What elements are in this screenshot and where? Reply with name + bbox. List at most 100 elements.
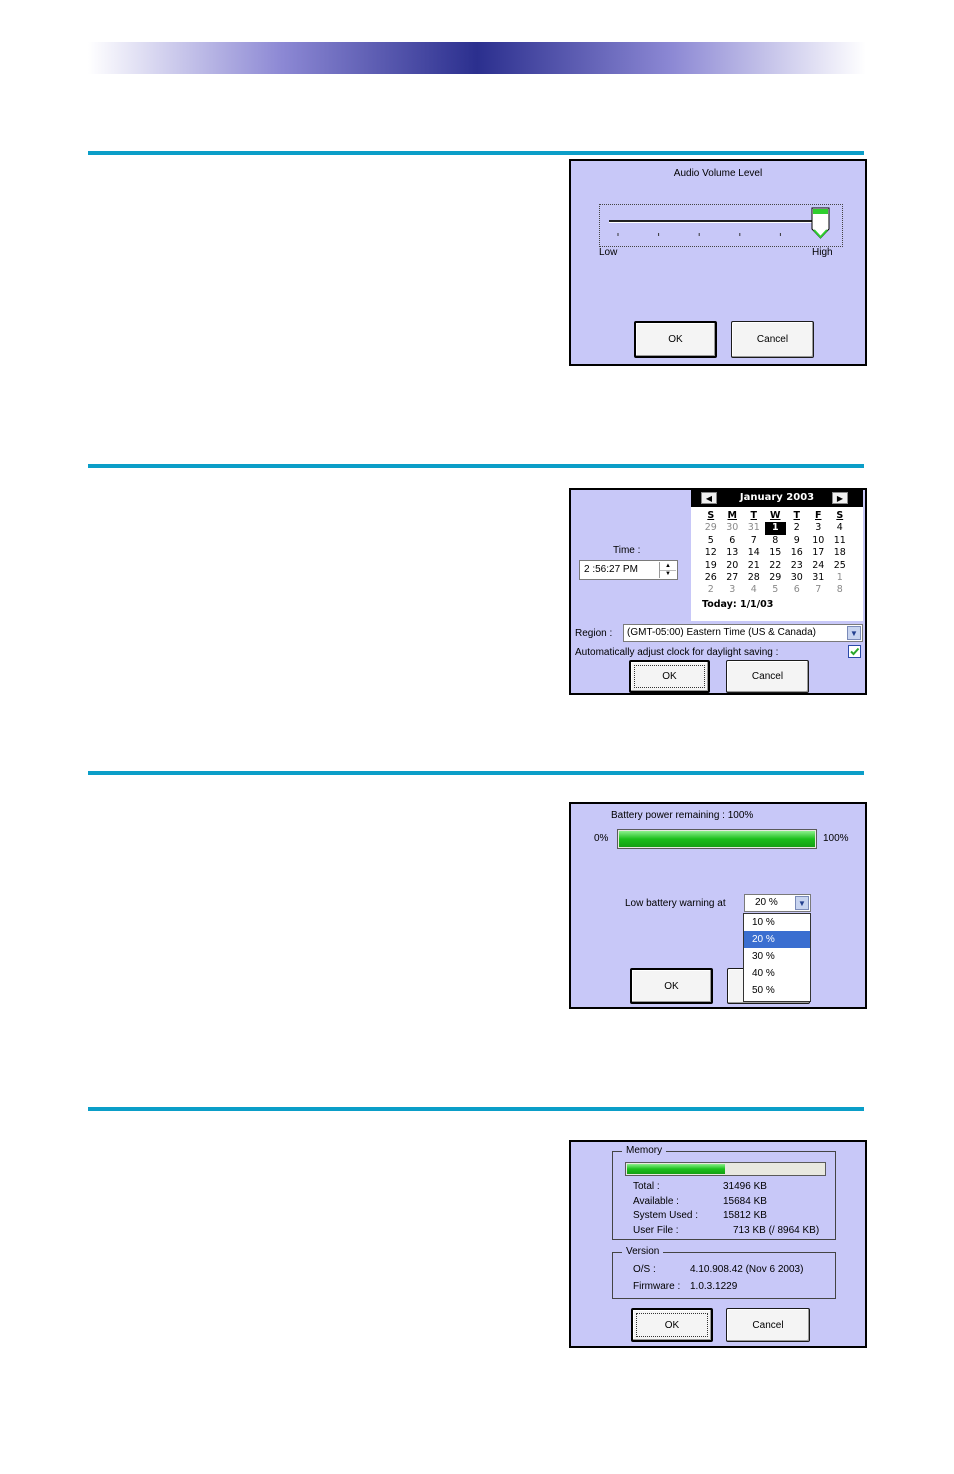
spin-up-icon[interactable]: ▲	[660, 562, 676, 571]
cancel-button-label: Cancel	[751, 671, 784, 682]
volume-high-label: High	[812, 247, 833, 258]
firmware-label: Firmware :	[633, 1281, 681, 1292]
volume-low-label: Low	[599, 247, 618, 258]
ok-button[interactable]: OK	[634, 321, 717, 358]
calendar-day[interactable]: 18	[833, 547, 846, 559]
calendar-day[interactable]: 16	[790, 547, 803, 559]
calendar-day[interactable]: 21	[747, 559, 760, 571]
calendar-day[interactable]: 3	[815, 522, 822, 534]
total-value: 31496 KB	[723, 1181, 767, 1192]
cancel-button[interactable]: Cancel	[726, 1308, 810, 1342]
weekday-header: T	[750, 510, 757, 521]
calendar-day[interactable]: 4	[836, 522, 843, 534]
dropdown-option[interactable]: 10 %	[752, 917, 775, 928]
calendar-day[interactable]: 14	[747, 547, 760, 559]
calendar-day[interactable]: 17	[812, 547, 825, 559]
calendar-day[interactable]: 2	[707, 584, 714, 596]
dropdown-option[interactable]: 30 %	[752, 951, 775, 962]
memory-progress-fill	[627, 1164, 725, 1174]
volume-slider[interactable]	[599, 204, 843, 247]
calendar-day[interactable]: 25	[833, 559, 846, 571]
calendar-day-selected[interactable]: 1	[764, 522, 786, 535]
section-divider	[88, 151, 864, 155]
calendar-day[interactable]: 23	[790, 559, 803, 571]
ok-button[interactable]: OK	[629, 660, 710, 693]
calendar-day[interactable]: 19	[704, 559, 717, 571]
calendar-day[interactable]: 5	[707, 534, 714, 546]
calendar-day[interactable]: 26	[704, 571, 717, 583]
calendar-day[interactable]: 28	[747, 571, 760, 583]
calendar-day[interactable]: 3	[729, 584, 736, 596]
calendar-day[interactable]: 10	[812, 534, 825, 546]
calendar-day[interactable]: 8	[836, 584, 843, 596]
memory-group: Memory Total : 31496 KB Available : 1568…	[612, 1145, 836, 1240]
chevron-down-icon[interactable]: ▼	[847, 626, 861, 640]
available-label: Available :	[633, 1196, 679, 1207]
slider-ticks	[617, 233, 822, 236]
calendar-day[interactable]: 4	[750, 584, 757, 596]
calendar-day[interactable]: 7	[815, 584, 822, 596]
weekday-header: M	[727, 510, 737, 521]
ok-button-label: OK	[668, 334, 683, 345]
ok-button[interactable]: OK	[631, 1308, 713, 1342]
cancel-button[interactable]: Cancel	[726, 660, 809, 693]
calendar-day[interactable]: 9	[793, 534, 800, 546]
dropdown-option[interactable]: 20 %	[744, 931, 810, 948]
left-arrow-icon[interactable]: ◀	[701, 492, 717, 504]
ok-button-label: OK	[664, 980, 679, 992]
calendar-day[interactable]: 5	[772, 584, 779, 596]
warning-dropdown-list[interactable]: 10 % 20 % 30 % 40 % 50 %	[743, 913, 811, 1002]
ok-button-label: OK	[662, 671, 677, 682]
today-label[interactable]: Today: 1/1/03	[702, 599, 774, 610]
calendar-day[interactable]: 15	[769, 547, 782, 559]
calendar-day[interactable]: 29	[704, 522, 717, 534]
calendar-day[interactable]: 22	[769, 559, 782, 571]
time-spinner[interactable]: ▲ ▼	[659, 562, 676, 578]
region-label: Region :	[575, 628, 613, 639]
calendar-day[interactable]: 20	[726, 559, 739, 571]
right-arrow-icon[interactable]: ▶	[832, 492, 848, 504]
dropdown-option[interactable]: 50 %	[752, 985, 775, 996]
version-legend: Version	[622, 1246, 664, 1257]
section-divider	[88, 464, 864, 468]
calendar-day[interactable]: 2	[793, 522, 800, 534]
ok-button[interactable]: OK	[630, 968, 713, 1004]
calendar-day[interactable]: 27	[726, 571, 739, 583]
calendar-day[interactable]: 13	[726, 547, 739, 559]
chevron-down-icon[interactable]: ▼	[795, 896, 809, 910]
weekday-header: S	[707, 510, 715, 521]
calendar-day[interactable]: 12	[704, 547, 717, 559]
region-select[interactable]: (GMT-05:00) Eastern Time (US & Canada) ▼	[623, 624, 863, 642]
calendar-day[interactable]: 11	[833, 534, 846, 546]
weekday-header: T	[793, 510, 800, 521]
section-divider	[88, 771, 864, 775]
calendar-day[interactable]: 6	[793, 584, 800, 596]
calendar-day[interactable]: 7	[750, 534, 757, 546]
calendar-day[interactable]: 29	[769, 571, 782, 583]
calendar-day[interactable]: 31	[812, 571, 825, 583]
calendar-day[interactable]: 1	[836, 571, 843, 583]
battery-dialog: Battery power remaining : 100% 0% 100% L…	[569, 802, 867, 1009]
warning-select[interactable]: 20 % ▼	[744, 894, 811, 912]
volume-title: Audio Volume Level	[673, 168, 763, 179]
slider-thumb[interactable]	[810, 207, 832, 241]
calendar-day[interactable]: 8	[772, 534, 779, 546]
os-label: O/S :	[633, 1264, 656, 1275]
calendar-day[interactable]: 30	[726, 522, 739, 534]
calendar-day[interactable]: 6	[729, 534, 736, 546]
user-file-value: 713 KB (/ 8964 KB)	[733, 1225, 820, 1236]
calendar-day[interactable]: 24	[812, 559, 825, 571]
dst-label: Automatically adjust clock for daylight …	[575, 647, 779, 658]
dropdown-option[interactable]: 40 %	[752, 968, 775, 979]
time-field[interactable]: 2 :56:27 PM ▲ ▼	[579, 560, 678, 580]
calendar-header: ◀ January 2003 ▶	[691, 490, 863, 507]
available-value: 15684 KB	[723, 1196, 767, 1207]
spin-down-icon[interactable]: ▼	[665, 571, 671, 577]
dst-checkbox[interactable]	[848, 645, 861, 658]
calendar-day[interactable]: 30	[790, 571, 803, 583]
calendar-day[interactable]: 31	[747, 522, 760, 534]
cancel-button[interactable]: Cancel	[731, 321, 814, 358]
weekday-header: F	[815, 510, 822, 521]
system-used-value: 15812 KB	[723, 1210, 767, 1221]
